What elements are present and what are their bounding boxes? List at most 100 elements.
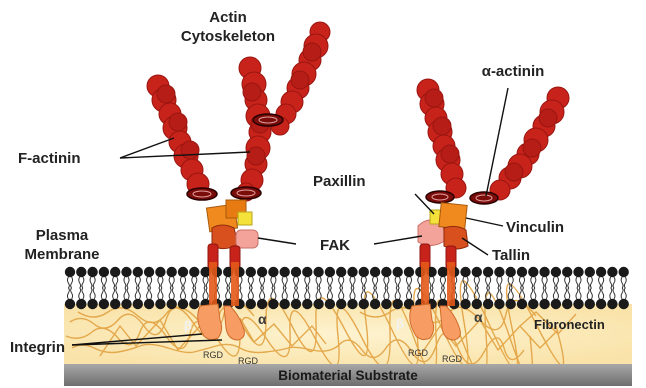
beta-symbol-right: β [396, 316, 404, 331]
lipid-head [178, 299, 188, 309]
lipid-tail [444, 277, 446, 288]
integrin-label: Integrin [10, 339, 65, 356]
lipid-head [404, 267, 414, 277]
lipid-head [302, 299, 312, 309]
rgd-label-right-1: RGD [408, 348, 429, 358]
lipid-tail [297, 288, 299, 299]
lipid-tail [331, 277, 333, 288]
lipid-tail [251, 277, 253, 288]
lipid-tail [316, 277, 318, 288]
lipid-tail [124, 288, 126, 299]
lipid-head [607, 299, 617, 309]
lipid-head [494, 299, 504, 309]
lipid-head [325, 267, 335, 277]
lipid-tail [621, 277, 623, 288]
plasma-label-line1: Plasma [36, 227, 89, 244]
lipid-head [460, 299, 470, 309]
tallin-label: Tallin [492, 247, 530, 264]
lipid-tail [568, 277, 570, 288]
lipid-tail [113, 277, 115, 288]
lipid-head [189, 267, 199, 277]
lipid-tail [613, 288, 615, 299]
lipid-head [99, 267, 109, 277]
lipid-tail [590, 288, 592, 299]
lipid-tail [395, 277, 397, 288]
lipid-tail [477, 288, 479, 299]
lipid-tail [444, 288, 446, 299]
lipid-tail [545, 288, 547, 299]
focal-complex-right [418, 203, 468, 249]
lipid-tail [105, 288, 107, 299]
lipid-tail [274, 277, 276, 288]
lipid-tail [339, 288, 341, 299]
lipid-tail [429, 288, 431, 299]
lipid-tail [624, 288, 626, 299]
lipid-head [472, 267, 482, 277]
lipid-tail [67, 277, 69, 288]
lipid-tail [90, 277, 92, 288]
lipid-head [347, 299, 357, 309]
lipid-tail [206, 288, 208, 299]
lipid-tail [195, 288, 197, 299]
tallin-block-right [444, 226, 468, 249]
lipid-head [393, 299, 403, 309]
lipid-tail [353, 277, 355, 288]
lipid-head [313, 267, 323, 277]
lipid-head [573, 299, 583, 309]
lipid-tail [602, 277, 604, 288]
lipid-tail [455, 277, 457, 288]
rgd-label-left-2: RGD [238, 356, 259, 366]
lipid-tail [387, 288, 389, 299]
lipid-tail [364, 277, 366, 288]
lipid-tail [308, 288, 310, 299]
lipid-tail [105, 277, 107, 288]
lipid-tail [418, 277, 420, 288]
lipid-tail [466, 288, 468, 299]
lipid-tail [531, 288, 533, 299]
lipid-head [347, 267, 357, 277]
lipid-tail [587, 288, 589, 299]
lipid-tail [71, 277, 73, 288]
lipid-tail [161, 288, 163, 299]
lipid-tail [621, 288, 623, 299]
lipid-head [246, 299, 256, 309]
lipid-head [336, 299, 346, 309]
lipid-tail [418, 288, 420, 299]
lipid-tail [218, 277, 220, 288]
lipid-tail [161, 277, 163, 288]
lipid-tail [508, 277, 510, 288]
lipid-tail [147, 277, 149, 288]
lipid-tail [384, 288, 386, 299]
lipid-tail [203, 277, 205, 288]
lipid-tail [353, 288, 355, 299]
lipid-tail [135, 288, 137, 299]
beta-symbol-left: β [184, 318, 192, 333]
lipid-head [551, 267, 561, 277]
lipid-tail [463, 288, 465, 299]
lipid-head [551, 299, 561, 309]
lipid-tail [101, 288, 103, 299]
paxillin-label: Paxillin [313, 173, 366, 190]
rgd-label-right-2: RGD [442, 354, 463, 364]
lipid-tail [147, 288, 149, 299]
lipid-tail [248, 277, 250, 288]
lipid-head [280, 299, 290, 309]
lipid-head [76, 267, 86, 277]
lipid-head [506, 299, 516, 309]
lipid-head [167, 267, 177, 277]
lipid-tail [127, 277, 129, 288]
lipid-tail [135, 277, 137, 288]
lipid-head [291, 299, 301, 309]
lipid-tail [500, 288, 502, 299]
lipid-tail [82, 277, 84, 288]
lipid-head [110, 267, 120, 277]
lipid-tail [116, 288, 118, 299]
lipid-head [585, 267, 595, 277]
lipid-tail [184, 277, 186, 288]
lipid-tail [398, 288, 400, 299]
lipid-tail [440, 277, 442, 288]
lipid-tail [599, 277, 601, 288]
lipid-tail [93, 277, 95, 288]
lipid-tail [271, 277, 273, 288]
lipid-tail [192, 288, 194, 299]
